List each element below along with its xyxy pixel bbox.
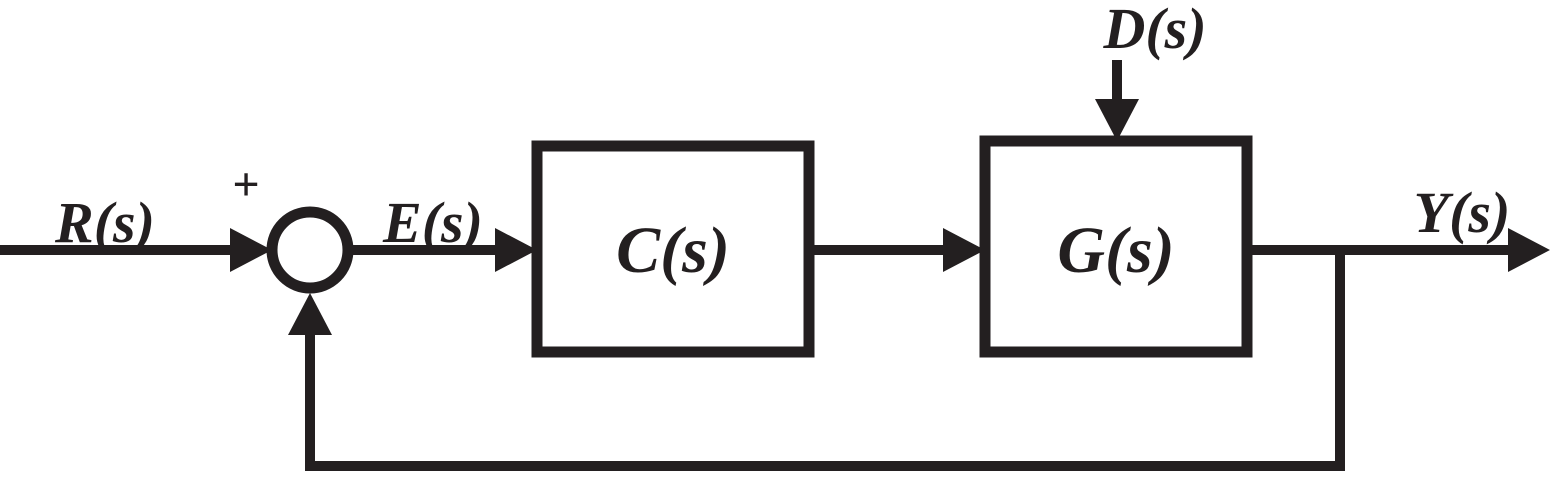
input-arrowhead-icon — [230, 228, 272, 272]
summing-junction — [266, 206, 354, 294]
input-signal-label: R(s) — [54, 190, 155, 255]
output-signal-label: Y(s) — [1414, 180, 1511, 245]
disturbance-signal-label: D(s) — [1102, 0, 1206, 61]
controller-block-label: C(s) — [616, 214, 730, 287]
error-signal-label: E(s) — [382, 190, 483, 255]
error-arrowhead-icon — [495, 228, 537, 272]
disturbance-arrowhead-icon — [1095, 99, 1139, 141]
summing-junction-sign: + — [232, 158, 259, 211]
plant-block-label: G(s) — [1057, 214, 1174, 287]
feedback-wire — [305, 250, 1345, 471]
output-arrowhead-icon — [1508, 228, 1550, 272]
feedback-arrowhead-icon — [288, 293, 332, 335]
plant-block — [979, 135, 1253, 358]
controller-output-arrowhead-icon — [943, 228, 985, 272]
